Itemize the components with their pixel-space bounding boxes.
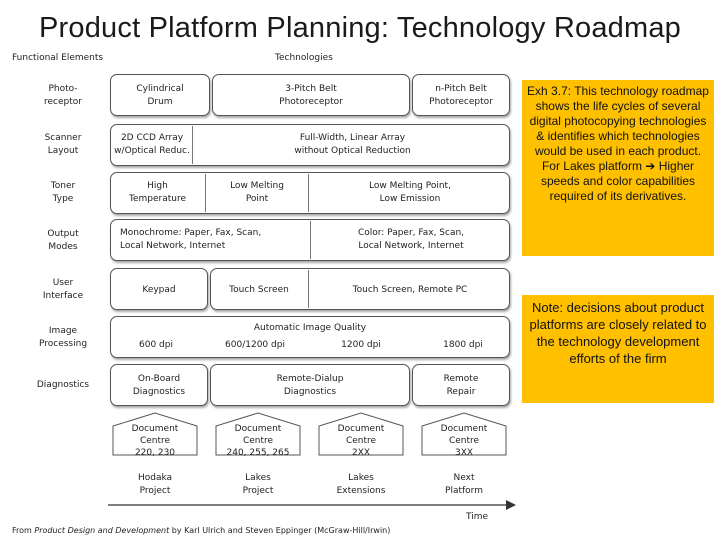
bar-remote-repair (412, 364, 510, 406)
cell-1200-dpi: 1200 dpi (341, 340, 381, 350)
cell-high-temperature: High Temperature (128, 181, 186, 204)
bar-n-pitch-belt (412, 74, 510, 116)
technologies-header: Technologies (275, 53, 333, 63)
cell-cylindrical-drum: Cylindrical Drum (136, 84, 184, 107)
platform-next: Document Centre 3XX (421, 412, 507, 458)
cell-on-board-diagnostics: On-Board Diagnostics (132, 374, 186, 397)
page-title: Product Platform Planning: Technology Ro… (38, 12, 681, 44)
bar-3-pitch-belt (212, 74, 410, 116)
platform-lakes: Document Centre 240, 255, 265 (215, 412, 301, 458)
cell-600-dpi: 600 dpi (139, 340, 173, 350)
bar-remote-dialup (210, 364, 410, 406)
cell-keypad: Keypad (142, 285, 176, 295)
separator (310, 221, 311, 259)
bar-toner-type (110, 172, 510, 214)
cell-remote-dialup: Remote-Dialup Diagnostics (276, 374, 344, 397)
cell-monochrome: Monochrome: Paper, Fax, Scan, Local Netw… (120, 228, 262, 251)
cell-low-emission: Low Melting Point, Low Emission (369, 181, 451, 204)
bar-keypad (110, 268, 208, 310)
project-label-lakes: Lakes Project (242, 473, 274, 496)
cell-remote-repair: Remote Repair (443, 374, 479, 397)
cell-low-melting-point: Low Melting Point (230, 181, 284, 204)
platform-lakes-extensions: Document Centre 2XX (318, 412, 404, 458)
project-label-lakes-extensions: Lakes Extensions (336, 473, 386, 496)
platform-house-shape (318, 412, 404, 456)
platform-hodaka: Document Centre 220, 230 (112, 412, 198, 458)
platform-house-shape (112, 412, 198, 456)
bar-cylindrical-drum (110, 74, 210, 116)
row-label-image-processing: Image Processing (38, 326, 88, 349)
cell-touch-screen: Touch Screen (229, 285, 289, 295)
bar-scanner-layout (110, 124, 510, 166)
platform-house-shape (421, 412, 507, 456)
separator (192, 126, 193, 164)
row-label-toner-type: Toner Type (50, 181, 76, 204)
separator (308, 270, 309, 308)
row-label-user-interface: User Interface (42, 278, 84, 301)
bar-on-board-diagnostics (110, 364, 208, 406)
cell-n-pitch-belt: n-Pitch Belt Photoreceptor (429, 84, 493, 107)
platform-label: Document Centre 3XX (440, 424, 488, 458)
bar-touch-screen (210, 268, 510, 310)
project-label-next: Next Platform (445, 473, 483, 496)
functional-elements-header: Functional Elements (12, 53, 104, 63)
cell-600-1200-dpi: 600/1200 dpi (225, 340, 285, 350)
decision-note-box: Note: decisions about product platforms … (522, 295, 714, 403)
row-label-output-modes: Output Modes (47, 229, 79, 252)
row-label-scanner-layout: Scanner Layout (44, 133, 82, 156)
platform-label: Document Centre 240, 255, 265 (226, 424, 290, 458)
exhibit-note-box: Exh 3.7: This technology roadmap shows t… (522, 80, 714, 256)
cell-color: Color: Paper, Fax, Scan, Local Network, … (357, 228, 465, 251)
cell-full-width-array: Full-Width, Linear Array without Optical… (294, 133, 411, 156)
platform-label: Document Centre 220, 230 (131, 424, 179, 458)
separator (308, 174, 309, 212)
row-label-diagnostics: Diagnostics (36, 380, 90, 390)
row-label-photoreceptor: Photo- receptor (44, 84, 82, 107)
time-axis-arrow (108, 500, 516, 510)
cell-1800-dpi: 1800 dpi (443, 340, 483, 350)
source-citation: From Product Design and Development by K… (12, 526, 391, 535)
platform-label: Document Centre 2XX (337, 424, 385, 458)
time-axis-label: Time (465, 512, 489, 522)
cell-touch-screen-remote-pc: Touch Screen, Remote PC (352, 285, 468, 295)
cell-3-pitch-belt: 3-Pitch Belt Photoreceptor (279, 84, 343, 107)
cell-2d-ccd-array: 2D CCD Array w/Optical Reduc. (114, 133, 190, 156)
bar-image-processing (110, 316, 510, 358)
cell-automatic-image-quality: Automatic Image Quality (253, 323, 367, 333)
separator (205, 174, 206, 212)
project-label-hodaka: Hodaka Project (137, 473, 173, 496)
platform-house-shape (215, 412, 301, 456)
